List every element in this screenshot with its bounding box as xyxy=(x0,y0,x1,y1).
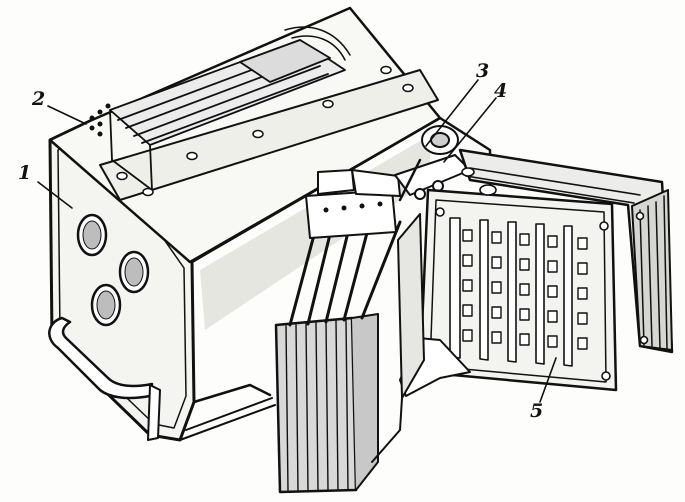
foot xyxy=(147,384,161,441)
leader-1 xyxy=(37,181,73,209)
rear-plate xyxy=(458,148,674,354)
leader-lines xyxy=(37,79,557,403)
leader-2 xyxy=(47,105,87,125)
callout-2: 2 xyxy=(32,88,46,110)
callout-3: 3 xyxy=(476,60,490,82)
leader-4 xyxy=(443,97,497,163)
card-stack-front xyxy=(274,169,402,494)
rear-card-cage xyxy=(109,26,351,191)
plug-in-board xyxy=(371,188,618,463)
hinge-assembly xyxy=(394,125,471,202)
leader-3 xyxy=(425,79,479,147)
callout-4: 4 xyxy=(494,80,508,102)
leader-5 xyxy=(539,357,557,403)
top-rail xyxy=(99,69,439,201)
bottom-rail xyxy=(179,397,276,441)
callout-1: 1 xyxy=(18,162,32,184)
connectors xyxy=(76,213,150,327)
cover-screws xyxy=(116,65,414,197)
callout-5: 5 xyxy=(530,400,544,422)
contact-dots xyxy=(89,103,111,137)
carry-handle xyxy=(48,316,154,400)
